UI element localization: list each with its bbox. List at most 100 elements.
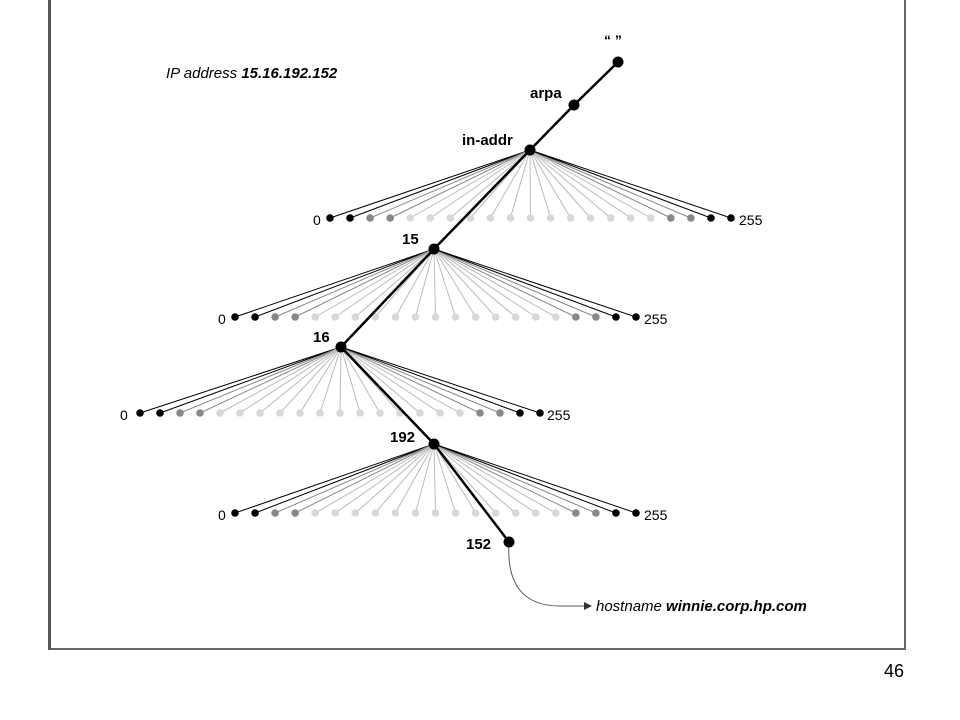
fan-4-child-dot	[391, 509, 400, 517]
fan-2-child-dot	[291, 313, 299, 321]
fan-1-child-dot	[346, 214, 354, 222]
fan-2-child-dot	[471, 313, 480, 321]
fan-4-child-dot	[612, 509, 620, 517]
fan-1-child-dot	[606, 214, 615, 222]
label-152: 152	[466, 536, 491, 553]
fan-4-edge	[314, 443, 435, 514]
fan-2-child-dot	[231, 313, 239, 321]
label-192: 192	[390, 429, 415, 446]
edge-192-152	[433, 443, 510, 543]
fan-2-child-dot	[451, 313, 460, 321]
fan-3-child-dot	[176, 409, 184, 417]
range-end-2: 255	[644, 311, 668, 327]
fan-3-child-dot	[236, 409, 244, 417]
fan-1-edge	[389, 149, 531, 219]
fan-1-child-dot	[466, 214, 475, 222]
fan-3-edge	[340, 346, 441, 414]
fan-3-child-dot	[416, 409, 424, 417]
fan-3-child-dot	[496, 409, 504, 417]
fan-2-edge	[433, 248, 517, 318]
fan-2-edge	[433, 248, 637, 318]
fan-1-edge	[529, 149, 652, 219]
node-16	[335, 341, 347, 353]
fan-3-child-dot	[456, 409, 464, 417]
fan-1-edge	[529, 149, 632, 219]
range-start-3: 0	[120, 407, 128, 423]
fan-1-edge	[349, 149, 531, 219]
arrow-to-hostname	[508, 541, 584, 607]
fan-2-child-dot	[531, 313, 540, 321]
fan-4-child-dot	[491, 509, 500, 517]
range-start-1: 0	[313, 212, 321, 228]
fan-1-child-dot	[566, 214, 575, 222]
fan-2-edge	[433, 248, 557, 318]
fan-1-edge	[529, 149, 612, 219]
fan-4-edge	[334, 443, 435, 514]
fan-2-edge	[433, 248, 436, 318]
fan-4-child-dot	[291, 509, 299, 517]
fan-2-edge	[334, 248, 435, 318]
fan-3-edge	[340, 346, 361, 414]
fan-2-edge	[433, 248, 617, 318]
fan-2-edge	[433, 248, 537, 318]
fan-2-edge	[433, 248, 457, 318]
fan-1-edge	[529, 149, 672, 219]
fan-4-child-dot	[511, 509, 520, 517]
fan-2-edge	[433, 248, 497, 318]
fan-3-edge	[340, 346, 461, 414]
fan-1-child-dot	[727, 214, 735, 222]
fan-2-edge	[394, 248, 435, 318]
edge-16-192	[340, 346, 435, 445]
fan-4-child-dot	[531, 509, 540, 517]
fan-3-edge	[340, 346, 381, 414]
fan-2-child-dot	[612, 313, 620, 321]
fan-1-child-dot	[546, 214, 555, 222]
fan-1-child-dot	[426, 214, 435, 222]
fan-3-edge	[340, 346, 541, 414]
edge-arpa-in-addr	[529, 104, 575, 151]
fan-3-child-dot	[156, 409, 164, 417]
fan-1-edge	[369, 149, 531, 219]
fan-2-edge	[314, 248, 435, 318]
fan-3-child-dot	[436, 409, 444, 417]
fan-1-edge	[409, 149, 531, 219]
range-end-1: 255	[739, 212, 763, 228]
fan-1-edge	[529, 149, 712, 219]
fan-4-child-dot	[251, 509, 259, 517]
fan-4-child-dot	[231, 509, 239, 517]
fan-3-child-dot	[536, 409, 544, 417]
arrow-head	[584, 602, 592, 610]
fan-4-edge	[274, 443, 435, 514]
fan-2-child-dot	[491, 313, 500, 321]
fan-4-child-dot	[632, 509, 640, 517]
fan-4-edge	[433, 443, 577, 514]
fan-3-child-dot	[356, 409, 364, 417]
fan-3-edge	[319, 346, 342, 414]
fan-3-edge	[199, 346, 342, 414]
fan-1-edge	[429, 149, 531, 219]
label-15: 15	[402, 231, 419, 248]
path-nodes	[335, 56, 624, 548]
fan-2-child-dot	[251, 313, 259, 321]
fan-3-edge	[340, 346, 481, 414]
caption: IP address 15.16.192.152	[166, 65, 338, 82]
range-start-2: 0	[218, 311, 226, 327]
fan-4-child-dot	[411, 509, 420, 517]
fan-3-child-dot	[276, 409, 284, 417]
fan-4-edge	[433, 443, 477, 514]
fan-2-edge	[433, 248, 477, 318]
hostname-prefix: hostname	[596, 598, 662, 615]
fan-3-child-dot	[376, 409, 384, 417]
fan-3-edge	[159, 346, 342, 414]
fan-1-child-dot	[326, 214, 334, 222]
fan-2-edge	[433, 248, 577, 318]
range-start-4: 0	[218, 507, 226, 523]
fan-2-child-dot	[391, 313, 400, 321]
fan-3-child-dot	[216, 409, 224, 417]
fan-1-child-dot	[386, 214, 394, 222]
fan-3-child-dot	[196, 409, 204, 417]
node-192	[428, 438, 440, 450]
fan-2-edge	[274, 248, 435, 318]
fan-3-edge	[139, 346, 342, 414]
